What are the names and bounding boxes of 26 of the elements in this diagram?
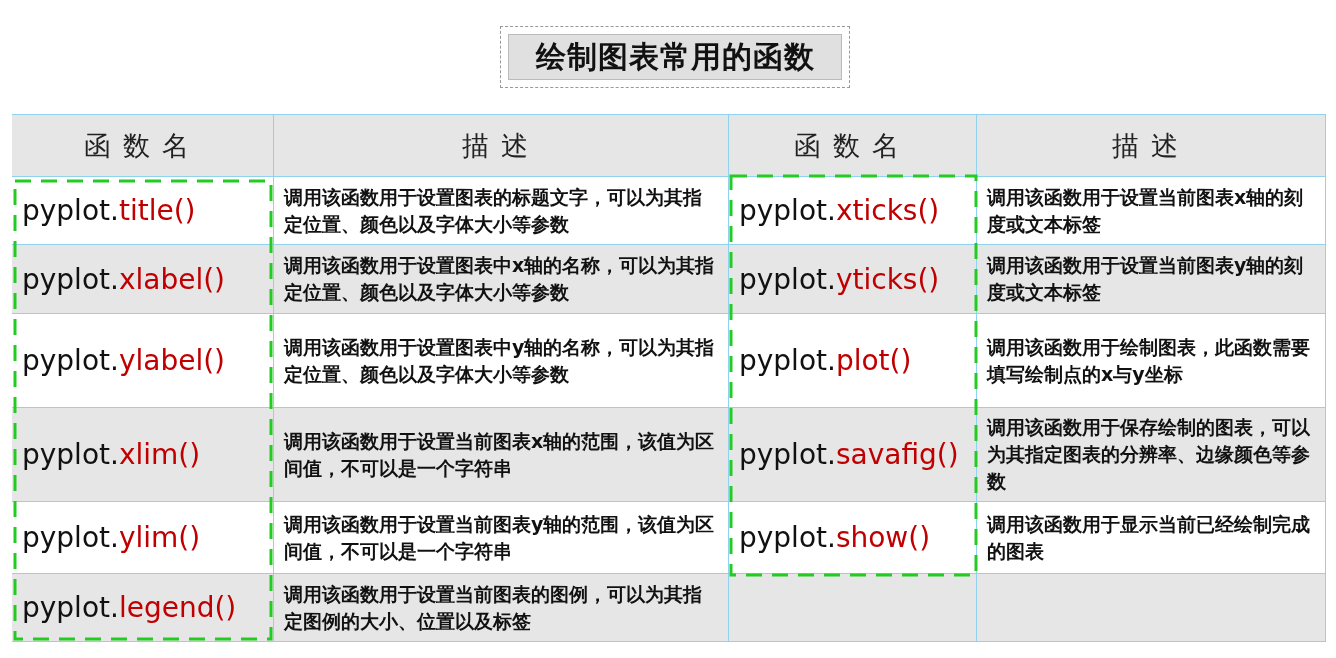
description-cell: 调用该函数用于设置当前图表y轴的刻度或文本标签 [977,245,1326,314]
column-header: 函数名 [729,115,977,177]
function-name-cell: pyplot.savafig() [729,408,977,502]
description-cell: 调用该函数用于绘制图表，此函数需要填写绘制点的x与y坐标 [977,314,1326,408]
function-name-cell: pyplot.plot() [729,314,977,408]
description-cell: 调用该函数用于设置当前图表的图例，可以为其指定图例的大小、位置以及标签 [274,574,729,642]
description-cell: 调用该函数用于设置图表中x轴的名称，可以为其指定位置、颜色以及字体大小等参数 [274,245,729,314]
column-header: 描述 [274,115,729,177]
function-name-cell: pyplot.yticks() [729,245,977,314]
function-name-cell: pyplot.xlim() [12,408,274,502]
column-header: 函数名 [12,115,274,177]
description-cell: 调用该函数用于显示当前已经绘制完成的图表 [977,502,1326,574]
function-name-cell: pyplot.show() [729,502,977,574]
function-name-cell: pyplot.ylabel() [12,314,274,408]
description-cell: 调用该函数用于设置当前图表x轴的范围，该值为区间值，不可以是一个字符串 [274,408,729,502]
description-cell: 调用该函数用于设置图表中y轴的名称，可以为其指定位置、颜色以及字体大小等参数 [274,314,729,408]
description-cell: 调用该函数用于设置图表的标题文字，可以为其指定位置、颜色以及字体大小等参数 [274,177,729,245]
description-cell: 调用该函数用于设置当前图表x轴的刻度或文本标签 [977,177,1326,245]
title-box: 绘制图表常用的函数 [508,34,842,80]
function-name-cell: pyplot.ylim() [12,502,274,574]
description-cell: 调用该函数用于设置当前图表y轴的范围，该值为区间值，不可以是一个字符串 [274,502,729,574]
function-name-cell: pyplot.xlabel() [12,245,274,314]
description-cell: 调用该函数用于保存绘制的图表，可以为其指定图表的分辨率、边缘颜色等参数 [977,408,1326,502]
function-name-cell: pyplot.title() [12,177,274,245]
function-name-cell: pyplot.legend() [12,574,274,642]
column-header: 描述 [977,115,1326,177]
